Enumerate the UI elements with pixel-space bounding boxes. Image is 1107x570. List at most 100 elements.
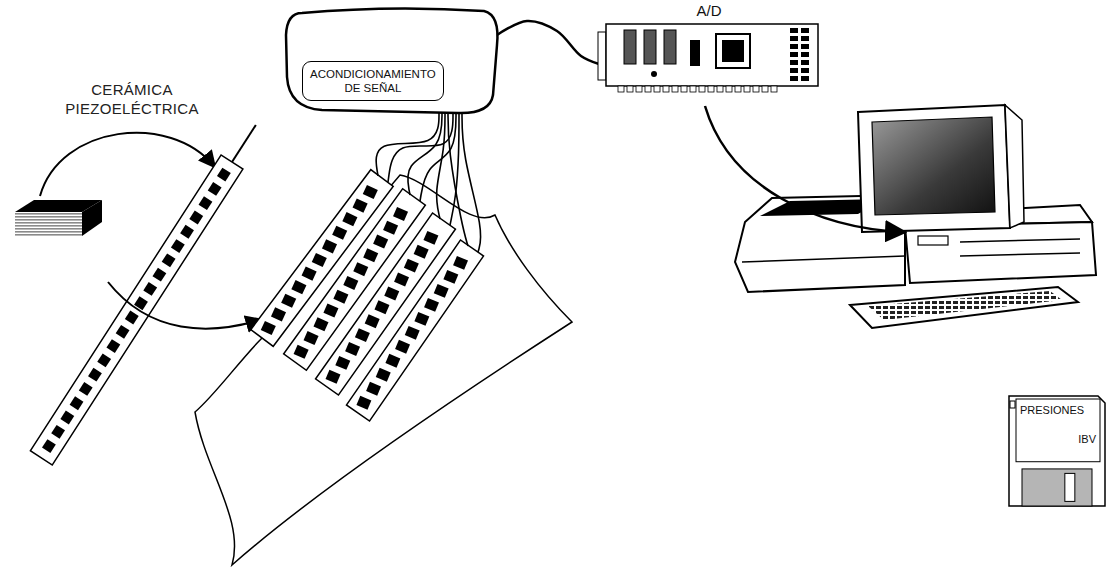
ad-card-outline-part [790,28,798,33]
ad-card-outline-part [690,86,696,92]
ad-card-outline-part [664,30,676,64]
sensor-strip-part [79,382,93,396]
ad-card-outline-part [790,36,798,41]
ad-card-outline-part [744,86,750,92]
sensor-strip-part [116,325,130,339]
keyboard [850,287,1078,328]
sensor-matrix-part-part [294,345,309,359]
sensor-matrix-part-part [365,314,380,328]
sensor-matrix-part-part [332,226,347,240]
sensor-matrix-part-part [383,221,398,235]
sensor-wires-part [408,109,442,195]
sensor-matrix-part-part [414,312,429,326]
sensor-strip-part [152,268,166,282]
sensor-matrix-part-part [424,298,439,312]
sensor-matrix-part-part [291,280,306,294]
pointer-arrow [40,133,214,196]
ad-card-outline-part [801,36,809,41]
ad-card-outline-part [606,24,818,86]
sensor-matrix-part-part [366,382,381,396]
sensor-matrix-part-part [355,328,370,342]
ad-card-outline-part [663,86,669,92]
sensor-matrix-part-part [353,199,368,213]
sensor-matrix-part-part [322,239,337,253]
sensor-matrix-part-part [251,170,393,347]
sensor-matrix-part-part [405,326,420,340]
piezo-ceramic-part [15,212,82,236]
sensor-matrix-part-part [271,307,286,321]
floppy-disk-outline-part [1022,469,1092,506]
keyboard-part [868,291,1062,320]
ad-card-outline-part [801,52,809,57]
sensor-matrix-part-part [302,267,317,281]
ad-card-outline-part [690,40,700,66]
computer [858,105,1096,283]
sensor-matrix-part-part [342,212,357,226]
computer-part [918,236,948,245]
sensor-matrix-part-part [374,300,389,314]
ad-card-outline-part [790,44,798,49]
floppy-disk-outline-part [1010,401,1015,408]
sensor-wires-part [462,109,481,252]
sensor-matrix-part-part [373,235,388,249]
computer-part [1005,105,1024,228]
sensor-matrix-part-part [343,276,358,290]
sensor-strip-part [217,168,231,182]
ad-card-outline-part [801,44,809,49]
box-label: ACONDICIONAMIENTO DE SEÑAL [302,61,444,101]
insole-sheet [195,175,572,565]
card-heading: A/D [598,2,820,20]
computer-part [905,222,1096,283]
sensor-matrix-part [251,170,393,347]
ad-card-outline-part [771,86,777,92]
sensor-strip-part [180,225,194,239]
ad-card-outline-part [645,86,651,92]
sensor-matrix-part-part [384,286,399,300]
piezo-ceramic [15,200,102,236]
sensor-matrix-part-part [261,321,276,335]
disk-label: PRESIONES [1020,404,1084,417]
ad-card-outline-part [790,60,798,65]
sensor-strip-part [125,311,139,325]
pointer-arrow [108,282,260,329]
sensor-matrix-part-part [323,304,338,318]
ad-card-outline-part [699,86,705,92]
sensor-wires [376,109,481,252]
ad-card-outline-part [753,86,759,92]
ad-card-outline-part [790,68,798,73]
sensor-strip-part [199,196,213,210]
computer-part [960,253,1080,256]
ad-card-outline-part [618,86,624,92]
ad-card-outline-part [708,86,714,92]
ad-card-outline-part [681,86,687,92]
ad-card-outline-part [726,86,732,92]
sensor-strip-part [88,368,102,382]
sensor-matrix-part-part [404,259,419,273]
sensor-matrix-part-part [363,248,378,262]
sensor-strip-part [189,211,203,225]
sensor-matrix [251,170,484,421]
ad-card-outline-part [790,52,798,57]
ad-card: A/D [598,2,820,102]
sensor-strip-part [171,239,185,253]
ad-card-outline-part [801,68,809,73]
ad-card-outline-part [717,86,723,92]
floppy-disk-outline-part [1009,396,1105,506]
computer-part [960,239,1080,242]
sensor-matrix-part-part [353,262,368,276]
ad-card-outline-part [790,76,798,81]
sensor-matrix-part-part [281,294,296,308]
sensor-matrix-part-part [395,340,410,354]
sensor-strip-part [162,253,176,267]
computer-part [858,105,1010,232]
ad-card-outline-part [762,86,768,92]
floppy-disk-outline-part [1016,399,1100,462]
sensor-matrix-part [346,240,483,421]
sensor-matrix-part-part [423,231,438,245]
sensor-matrix-part-part [393,207,408,221]
data-arrow [705,106,903,232]
computer-part [872,117,995,215]
sensor-matrix-part-part [304,331,319,345]
ad-card-outline-part [636,86,642,92]
sensor-strip-part [51,425,65,439]
